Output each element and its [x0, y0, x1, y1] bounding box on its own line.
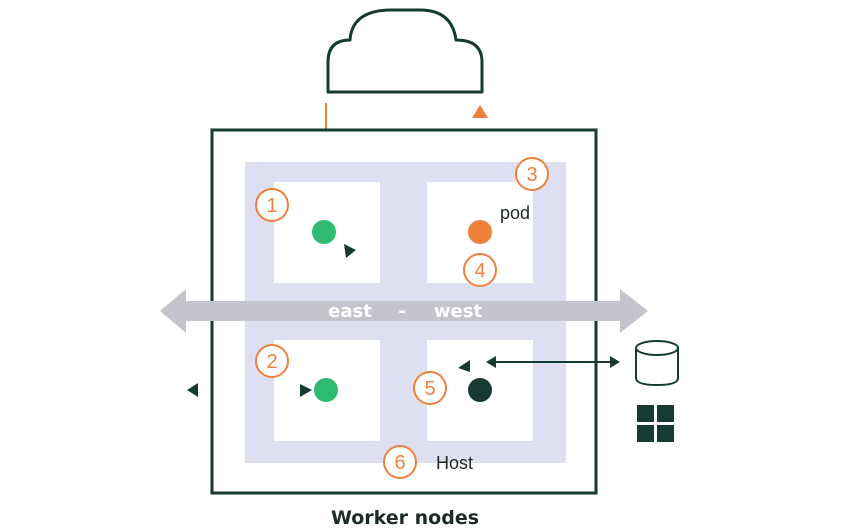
- marker-6: 6: [383, 445, 417, 479]
- host-label: Host: [436, 453, 473, 473]
- east-west-arrow: [160, 289, 648, 333]
- cloud-icon: [326, 8, 484, 94]
- pointer-icon-left: [187, 383, 198, 397]
- database-link-head-left: [486, 356, 496, 368]
- egress-arrow-head: [472, 105, 488, 118]
- svg-text:4: 4: [474, 260, 485, 282]
- east-west-label-separator: -: [398, 301, 405, 322]
- pod-green-top: [312, 220, 336, 244]
- pointer-icon-bottom-right: [458, 360, 470, 372]
- marker-5: 5: [413, 371, 447, 405]
- database-link-head-right: [610, 356, 620, 368]
- svg-text:5: 5: [424, 378, 435, 400]
- diagram-title: Worker nodes: [331, 507, 479, 529]
- marker-4: 4: [463, 253, 497, 287]
- pod-orange: [468, 220, 492, 244]
- east-west-label-left: east: [328, 301, 372, 322]
- grid-icon: [637, 405, 674, 442]
- pointer-icon-bottom-left: [300, 384, 312, 397]
- pod-dark: [468, 378, 492, 402]
- svg-text:2: 2: [266, 351, 277, 373]
- pointer-icon-top: [344, 244, 356, 258]
- marker-3: 3: [515, 157, 549, 191]
- svg-text:1: 1: [266, 195, 277, 217]
- svg-text:6: 6: [394, 452, 405, 474]
- east-west-label-right: west: [434, 301, 483, 322]
- svg-text:3: 3: [526, 164, 537, 186]
- pod-green-bottom: [314, 378, 338, 402]
- marker-2: 2: [255, 344, 289, 378]
- marker-1: 1: [255, 188, 289, 222]
- pod-label: pod: [500, 203, 530, 223]
- database-icon: [635, 340, 679, 387]
